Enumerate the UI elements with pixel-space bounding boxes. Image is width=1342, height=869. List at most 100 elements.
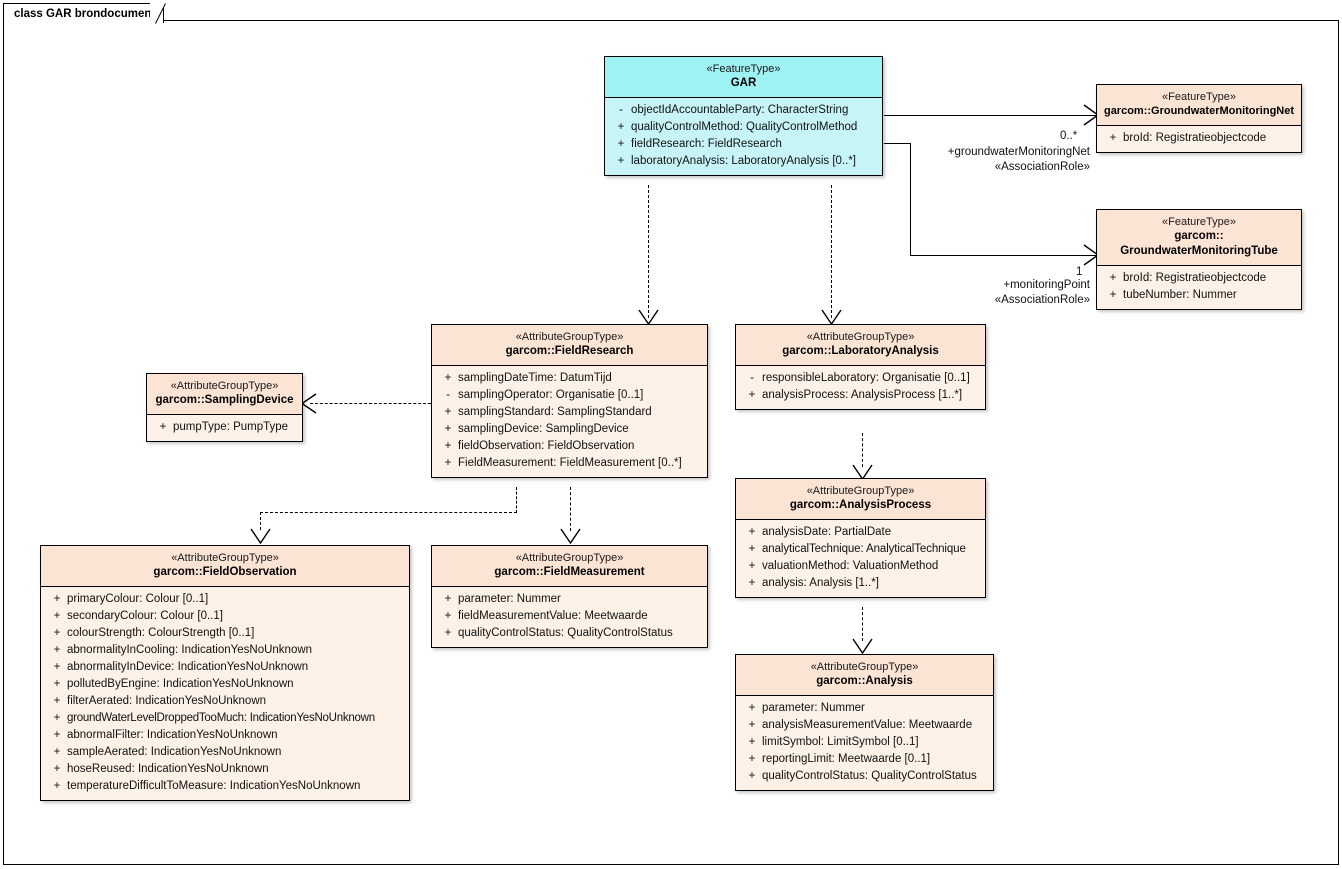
- attribute-visibility: +: [53, 712, 61, 724]
- dep-analysisprocess-analysis-arrowhead: [852, 638, 873, 655]
- class-fieldobservation-stereotype: «AttributeGroupType»: [171, 552, 279, 564]
- class-analysisprocess[interactable]: «AttributeGroupType» garcom::AnalysisPro…: [735, 478, 986, 598]
- attribute-visibility: +: [53, 593, 61, 605]
- dep-fieldresearch-fieldobservation-seg1: [516, 487, 517, 513]
- class-fieldmeasurement[interactable]: «AttributeGroupType» garcom::FieldMeasur…: [431, 545, 708, 648]
- attribute-row: + samplingDateTime: DatumTijd: [434, 370, 705, 387]
- class-fieldobservation-header: «AttributeGroupType» garcom::FieldObserv…: [41, 546, 409, 587]
- attribute-signature: colourStrength: ColourStrength [0..1]: [67, 627, 255, 639]
- class-groundwatermonitoringtube[interactable]: «FeatureType» garcom:: GroundwaterMonito…: [1096, 209, 1302, 310]
- class-analysis-name: garcom::Analysis: [816, 675, 913, 687]
- attribute-signature: limitSymbol: LimitSymbol [0..1]: [762, 736, 919, 748]
- attribute-visibility: +: [444, 440, 452, 452]
- attribute-row: + temperatureDifficultToMeasure: Indicat…: [43, 778, 407, 795]
- attribute-signature: responsibleLaboratory: Organisatie [0..1…: [762, 372, 970, 384]
- attribute-visibility: +: [748, 526, 756, 538]
- class-samplingdevice-stereotype: «AttributeGroupType»: [170, 380, 279, 392]
- class-fieldmeasurement-header: «AttributeGroupType» garcom::FieldMeasur…: [432, 546, 707, 587]
- attribute-row: + samplingStandard: SamplingStandard: [434, 404, 705, 421]
- class-fieldresearch[interactable]: «AttributeGroupType» garcom::FieldResear…: [431, 324, 708, 478]
- assoc-gar-gwmtube-label: +monitoringPoint «AssociationRole»: [830, 278, 1090, 308]
- attribute-signature: abnormalFilter: IndicationYesNoUnknown: [67, 729, 278, 741]
- attribute-row: + FieldMeasurement: FieldMeasurement [0.…: [434, 455, 705, 472]
- class-groundwatermonitoringnet-name: garcom::GroundwaterMonitoringNet: [1103, 105, 1295, 117]
- attribute-visibility: +: [444, 406, 452, 418]
- class-samplingdevice[interactable]: «AttributeGroupType» garcom::SamplingDev…: [146, 373, 303, 442]
- class-analysis[interactable]: «AttributeGroupType» garcom::Analysis + …: [735, 654, 994, 791]
- attribute-visibility: +: [53, 661, 61, 673]
- attribute-visibility: +: [53, 780, 61, 792]
- attribute-row: + broId: Registratieobjectcode: [1099, 130, 1299, 147]
- attribute-visibility: +: [748, 736, 756, 748]
- class-groundwatermonitoringnet[interactable]: «FeatureType» garcom::GroundwaterMonitor…: [1096, 84, 1302, 153]
- class-fieldobservation[interactable]: «AttributeGroupType» garcom::FieldObserv…: [40, 545, 410, 801]
- class-analysisprocess-stereotype: «AttributeGroupType»: [806, 485, 915, 497]
- attribute-row: + analysisProcess: AnalysisProcess [1..*…: [738, 387, 983, 404]
- attribute-row: + parameter: Nummer: [434, 591, 705, 608]
- attribute-signature: samplingOperator: Organisatie [0..1]: [458, 389, 644, 401]
- class-groundwatermonitoringtube-header: «FeatureType» garcom:: GroundwaterMonito…: [1097, 210, 1301, 266]
- attribute-visibility: +: [748, 753, 756, 765]
- attribute-signature: sampleAerated: IndicationYesNoUnknown: [67, 746, 282, 758]
- attribute-row: + fieldObservation: FieldObservation: [434, 438, 705, 455]
- dep-gar-fieldresearch-line: [648, 185, 649, 318]
- dep-analysisprocess-analysis-line: [862, 607, 863, 641]
- attribute-row: + abnormalityInDevice: IndicationYesNoUn…: [43, 659, 407, 676]
- attribute-row: + valuationMethod: ValuationMethod: [738, 558, 983, 575]
- attribute-row: + qualityControlStatus: QualityControlSt…: [738, 768, 991, 785]
- class-laboratoryanalysis-header: «AttributeGroupType» garcom::LaboratoryA…: [736, 325, 985, 366]
- assoc-gar-gwmtube-role: +monitoringPoint: [1003, 279, 1090, 291]
- attribute-visibility: +: [444, 423, 452, 435]
- diagram-title-tab: class GAR brondocument: [3, 3, 165, 23]
- class-fieldresearch-header: «AttributeGroupType» garcom::FieldResear…: [432, 325, 707, 366]
- attribute-signature: qualityControlStatus: QualityControlStat…: [762, 770, 977, 782]
- attribute-signature: pollutedByEngine: IndicationYesNoUnknown: [67, 678, 294, 690]
- attribute-signature: parameter: Nummer: [458, 593, 561, 605]
- attribute-signature: temperatureDifficultToMeasure: Indicatio…: [67, 780, 361, 792]
- attribute-row: + analysisDate: PartialDate: [738, 524, 983, 541]
- class-gar-attributes: - objectIdAccountableParty: CharacterStr…: [605, 98, 882, 175]
- diagram-title-label: class GAR brondocument: [14, 7, 156, 20]
- assoc-gar-gwmnet-role: +groundwaterMonitoringNet: [947, 146, 1090, 158]
- attribute-visibility: +: [748, 543, 756, 555]
- attribute-visibility: +: [159, 421, 167, 433]
- attribute-row: + parameter: Nummer: [738, 700, 991, 717]
- attribute-signature: hoseReused: IndicationYesNoUnknown: [67, 763, 269, 775]
- class-samplingdevice-header: «AttributeGroupType» garcom::SamplingDev…: [147, 374, 302, 415]
- attribute-signature: groundWaterLevelDroppedTooMuch: Indicati…: [67, 712, 375, 724]
- dep-laboratoryanalysis-analysisprocess-line: [862, 433, 863, 467]
- attribute-visibility: +: [1109, 272, 1117, 284]
- attribute-row: + tubeNumber: Nummer: [1099, 287, 1299, 304]
- attribute-row: + fieldResearch: FieldResearch: [607, 136, 880, 153]
- attribute-signature: analysisDate: PartialDate: [762, 526, 892, 538]
- attribute-signature: abnormalityInDevice: IndicationYesNoUnkn…: [67, 661, 309, 673]
- attribute-signature: broId: Registratieobjectcode: [1123, 272, 1267, 284]
- attribute-visibility: +: [748, 577, 756, 589]
- attribute-row: + broId: Registratieobjectcode: [1099, 270, 1299, 287]
- attribute-signature: pumpType: PumpType: [173, 421, 289, 433]
- dep-fieldresearch-fieldobservation-seg2: [260, 512, 517, 513]
- attribute-row: + laboratoryAnalysis: LaboratoryAnalysis…: [607, 153, 880, 170]
- class-laboratoryanalysis-stereotype: «AttributeGroupType»: [806, 331, 915, 343]
- diagram-frame: [3, 20, 1339, 865]
- assoc-gar-gwmtube-seg1: [884, 143, 911, 144]
- class-fieldobservation-attributes: + primaryColour: Colour [0..1] + seconda…: [41, 587, 409, 800]
- assoc-gar-gwmnet-line: [884, 115, 1097, 116]
- attribute-row: - responsibleLaboratory: Organisatie [0.…: [738, 370, 983, 387]
- attribute-visibility: +: [617, 121, 625, 133]
- attribute-row: + abnormalityInCooling: IndicationYesNoU…: [43, 642, 407, 659]
- attribute-row: - objectIdAccountableParty: CharacterStr…: [607, 102, 880, 119]
- class-gar[interactable]: «FeatureType» GAR - objectIdAccountableP…: [604, 56, 883, 176]
- attribute-signature: tubeNumber: Nummer: [1123, 289, 1237, 301]
- assoc-gar-gwmnet-label: +groundwaterMonitoringNet «AssociationRo…: [830, 145, 1090, 175]
- class-fieldmeasurement-attributes: + parameter: Nummer + fieldMeasurementVa…: [432, 587, 707, 647]
- class-laboratoryanalysis-name: garcom::LaboratoryAnalysis: [782, 345, 939, 357]
- class-laboratoryanalysis[interactable]: «AttributeGroupType» garcom::LaboratoryA…: [735, 324, 986, 410]
- class-gar-stereotype: «FeatureType»: [706, 63, 781, 75]
- attribute-visibility: +: [444, 610, 452, 622]
- attribute-row: + groundWaterLevelDroppedTooMuch: Indica…: [43, 710, 407, 727]
- class-fieldobservation-name: garcom::FieldObservation: [153, 566, 297, 578]
- dep-fieldresearch-fieldobservation-arrowhead: [250, 528, 271, 545]
- class-samplingdevice-attributes: + pumpType: PumpType: [147, 415, 302, 441]
